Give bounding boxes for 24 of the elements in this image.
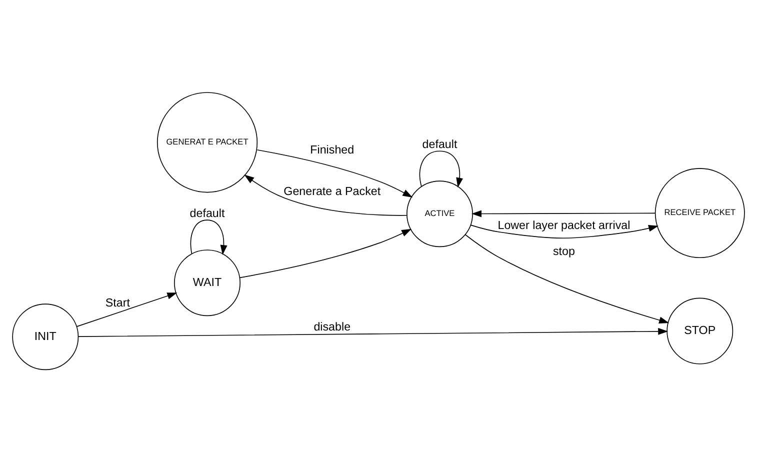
edge-label: stop bbox=[552, 244, 575, 258]
node-circle: RECEIVE PACKET bbox=[654, 168, 745, 258]
arrow bbox=[190, 219, 228, 255]
node-circle: STOP bbox=[666, 297, 734, 364]
edge-label: Finished bbox=[310, 142, 354, 156]
arrow bbox=[419, 150, 464, 188]
node-circle: ACTIVE bbox=[406, 180, 473, 247]
arrow bbox=[472, 210, 656, 217]
arrow bbox=[256, 148, 413, 197]
node-circle: INIT bbox=[12, 303, 79, 370]
edge-label: disable bbox=[314, 320, 351, 333]
edge-label: default bbox=[190, 206, 225, 220]
arrow bbox=[76, 292, 178, 326]
arrow bbox=[244, 174, 408, 216]
edge-label: Lower layer packet arrival bbox=[498, 218, 630, 232]
node-circle: GENERAT E PACKET bbox=[156, 92, 258, 192]
edge-label: Start bbox=[105, 296, 130, 309]
edge-label: default bbox=[422, 137, 458, 150]
arrow bbox=[78, 327, 668, 336]
arrow bbox=[464, 234, 670, 324]
edge-label: Generate a Packet bbox=[284, 184, 381, 198]
arrow bbox=[240, 228, 412, 278]
node-circle: WAIT bbox=[174, 249, 240, 316]
arrow bbox=[470, 224, 659, 238]
